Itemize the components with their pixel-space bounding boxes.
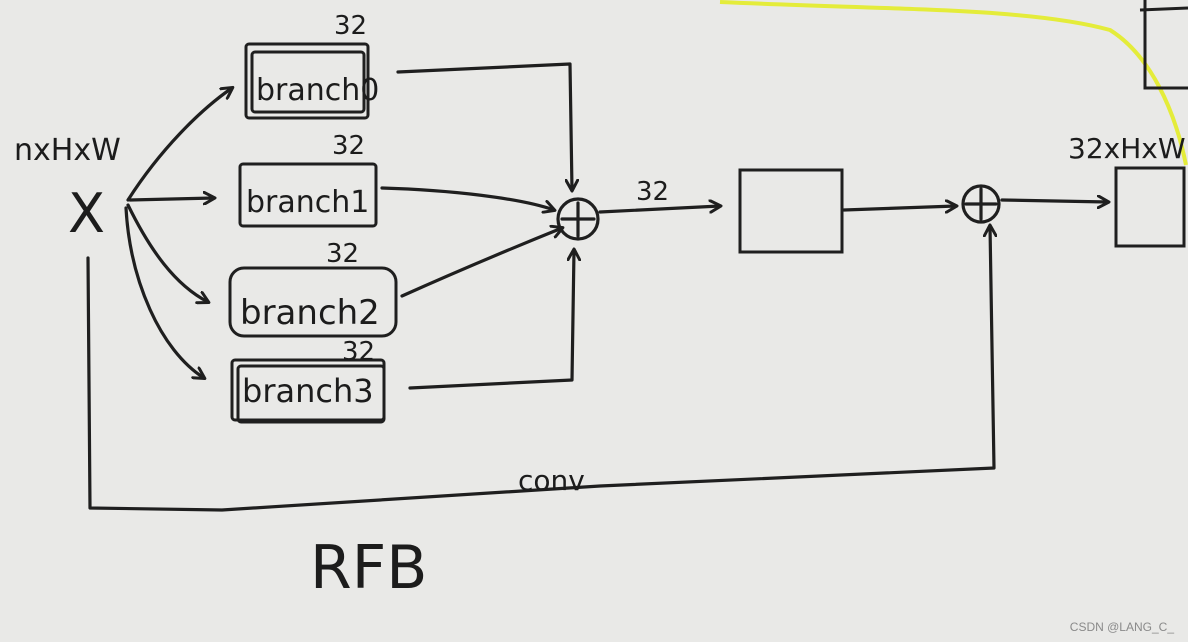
block-title: RFB [310, 533, 427, 603]
branch2-label: branch2 [240, 293, 380, 333]
fanout-arrow-branch3 [124, 206, 204, 378]
shortcut-path [86, 226, 994, 512]
output-shape-label: 32xHxW [1068, 132, 1186, 165]
fusion-conv-block [738, 168, 844, 254]
branch2-to-sum [400, 228, 562, 298]
branch3-to-sum [408, 250, 574, 390]
partial-box-corner [1139, 6, 1188, 12]
sum-to-block-arrow [598, 206, 720, 214]
branch1-channels: 32 [332, 131, 365, 161]
branch0-to-sum [396, 62, 572, 190]
branch0-label: branch0 [256, 73, 379, 108]
watermark: CSDN @LANG_C_ [1069, 620, 1174, 634]
shortcut-label: conv [518, 464, 585, 497]
fanout-arrow-branch0 [126, 88, 232, 202]
fanout-arrow-branch2 [126, 203, 208, 302]
output-block [1114, 166, 1186, 248]
highlighter-stroke [719, 0, 1188, 166]
branch2-block: branch2 32 [228, 239, 398, 338]
branch1-block: branch1 32 [238, 131, 378, 228]
concat-channels: 32 [636, 177, 669, 207]
branch1-label: branch1 [246, 185, 369, 220]
branch3-label: branch3 [242, 372, 374, 410]
branch0-block: branch0 32 [244, 11, 379, 120]
branch3-block: branch3 32 [230, 337, 386, 424]
input-symbol: X [68, 182, 105, 245]
input-shape-label: nxHxW [14, 133, 121, 168]
branch1-to-sum [380, 186, 554, 210]
partial-box-top-right [1143, 0, 1188, 90]
sum-node-2 [961, 184, 1001, 224]
sum2-to-output-arrow [1000, 200, 1108, 202]
branch0-channels: 32 [334, 11, 367, 41]
block-to-sum2-arrow [842, 206, 956, 210]
fanout-arrow-branch1 [128, 198, 214, 200]
branch3-channels: 32 [342, 337, 375, 367]
sum-node-1 [556, 197, 600, 241]
branch2-channels: 32 [326, 239, 359, 269]
